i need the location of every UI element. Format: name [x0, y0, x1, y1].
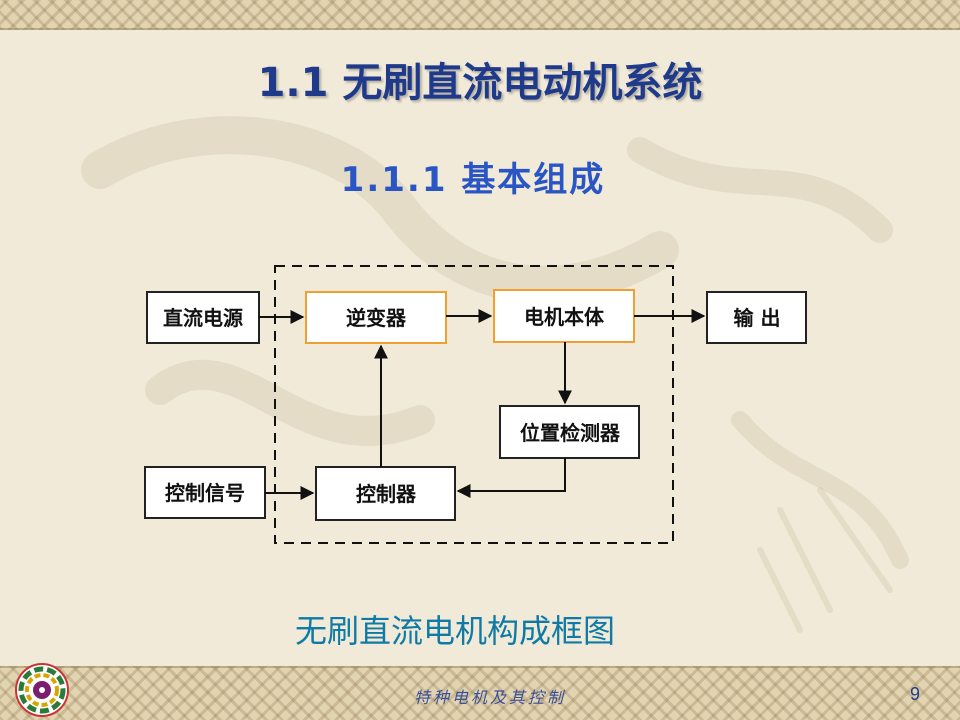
node-inverter-label: 逆变器 [346, 306, 407, 330]
node-position-detector: 位置检测器 [499, 405, 640, 459]
footer-course-title: 特种电机及其控制 [413, 688, 566, 707]
node-motor-body-label: 电机本体 [524, 305, 605, 329]
figure-caption: 无刷直流电机构成框图 [294, 612, 615, 650]
edge-position-detector-to-controller [456, 458, 566, 498]
slide-subtitle: 1.1.1 基本组成 [340, 160, 606, 200]
node-controller-label: 控制器 [356, 482, 417, 506]
system-boundary [274, 265, 674, 544]
node-position-detector-label: 位置检测器 [520, 421, 621, 445]
slide-title: 1.1 无刷直流电动机系统 [257, 60, 703, 106]
node-output-label: 输 出 [734, 306, 781, 330]
page-number: 9 [909, 684, 920, 704]
decorative-border-bottom [0, 666, 960, 720]
node-motor-body: 电机本体 [493, 289, 635, 343]
node-inverter: 逆变器 [305, 291, 447, 344]
node-output: 输 出 [706, 291, 807, 344]
node-control-signal: 控制信号 [144, 466, 266, 519]
university-logo-icon [15, 663, 69, 717]
node-dc-power: 直流电源 [146, 291, 260, 344]
node-dc-power-label: 直流电源 [163, 306, 243, 330]
decorative-border-top [0, 0, 960, 30]
node-controller: 控制器 [315, 466, 456, 521]
node-control-signal-label: 控制信号 [165, 481, 245, 505]
